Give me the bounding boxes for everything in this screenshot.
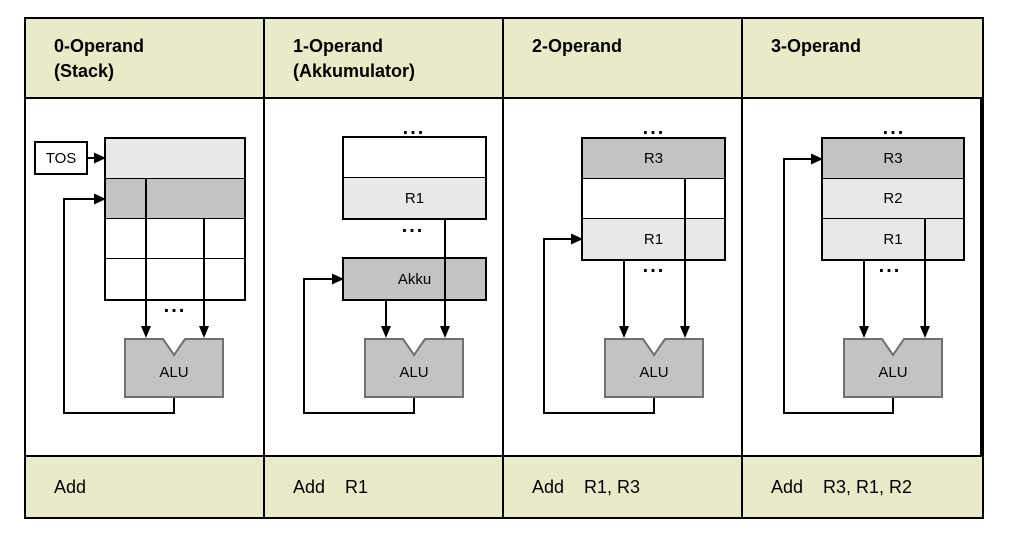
header-subtitle: (Stack) [54,61,115,81]
header-title: 0-Operand [54,36,145,56]
stack-operand1-arrowhead [141,326,151,338]
alu-label: ALU [639,364,669,381]
header-title: 3-Operand [771,36,862,56]
register-row-empty [583,179,724,219]
mnemonic: Add [532,476,565,497]
diagram-layer: TOS ... ALU ... [26,99,982,455]
mnemonic: Add [293,476,326,497]
alu-label: ALU [159,364,189,381]
diagram-row: TOS ... ALU ... [26,99,982,455]
ellipsis-above-registers-3: ... [882,117,906,139]
instruction-row: Add Add R1 Add R1, R3 Add R3, R1, R2 [26,455,982,517]
stack-row-empty-1 [106,219,244,259]
alu-box-0: ALU [124,338,224,398]
tos-box: TOS [34,141,88,175]
register-row-r2: R2 [823,179,963,219]
alu-label: ALU [399,364,429,381]
header-1-operand: 1-Operand (Akkumulator) [265,19,504,97]
header-title: 1-Operand [293,36,384,56]
ellipsis-below-registers-1: ... [401,215,425,237]
r1-operand-arrowhead-2 [619,326,629,338]
ellipsis-above-registers-2: ... [642,117,666,139]
r1-operand-arrowhead [440,326,450,338]
operands: R3, R1, R2 [823,476,913,497]
header-subtitle: (Akkumulator) [293,61,416,81]
alu-label: ALU [878,364,908,381]
register-row-r3: R3 [583,139,724,179]
stack-row-second [106,179,244,219]
instruction-2-operand: Add R1, R3 [504,457,743,517]
diagram-cell-3-operand [743,99,982,455]
instruction-0-operand: Add [26,457,265,517]
diagram-cell-2-operand [504,99,743,455]
ellipsis-below-registers-3: ... [878,255,902,277]
r3-operand-arrowhead [680,326,690,338]
alu-box-1: ALU [364,338,464,398]
ellipsis-below-registers-2: ... [642,255,666,277]
register-row-r1: R1 [823,219,963,259]
register-row-r3: R3 [823,139,963,179]
alu-box-3: ALU [843,338,943,398]
register-row-r1: R1 [344,178,485,218]
stack-register-box [104,137,246,301]
instruction-3-operand: Add R3, R1, R2 [743,457,982,517]
akku-operand-arrowhead [381,326,391,338]
header-title: 2-Operand [532,36,623,56]
register-row-empty [344,138,485,178]
register-file-box-2: R3 R1 [581,137,726,261]
ellipsis-below-stack: ... [163,295,187,317]
register-file-box-1: R1 [342,136,487,220]
stack-row-tos [106,139,244,179]
r2-operand-arrowhead [920,326,930,338]
header-2-operand: 2-Operand [504,19,743,97]
header-row: 0-Operand (Stack) 1-Operand (Akkumulator… [26,19,982,99]
diagram-cell-0-operand [26,99,265,455]
operands: R1 [345,476,369,497]
akku-box: Akku [342,257,487,301]
register-file-box-3: R3 R2 R1 [821,137,965,261]
operand-architecture-table: 0-Operand (Stack) 1-Operand (Akkumulator… [24,17,984,519]
stack-operand2-arrowhead [199,326,209,338]
header-0-operand: 0-Operand (Stack) [26,19,265,97]
stack-row-empty-2 [106,259,244,299]
tos-label: TOS [45,149,77,167]
register-row-r1: R1 [583,219,724,259]
mnemonic: Add [54,476,87,497]
mnemonic: Add [771,476,804,497]
ellipsis-above-registers-1: ... [402,117,426,139]
instruction-1-operand: Add R1 [265,457,504,517]
operands: R1, R3 [584,476,641,497]
header-3-operand: 3-Operand [743,19,982,97]
alu-box-2: ALU [604,338,704,398]
r1-operand-arrowhead-3 [859,326,869,338]
diagram-cell-1-operand [265,99,504,455]
